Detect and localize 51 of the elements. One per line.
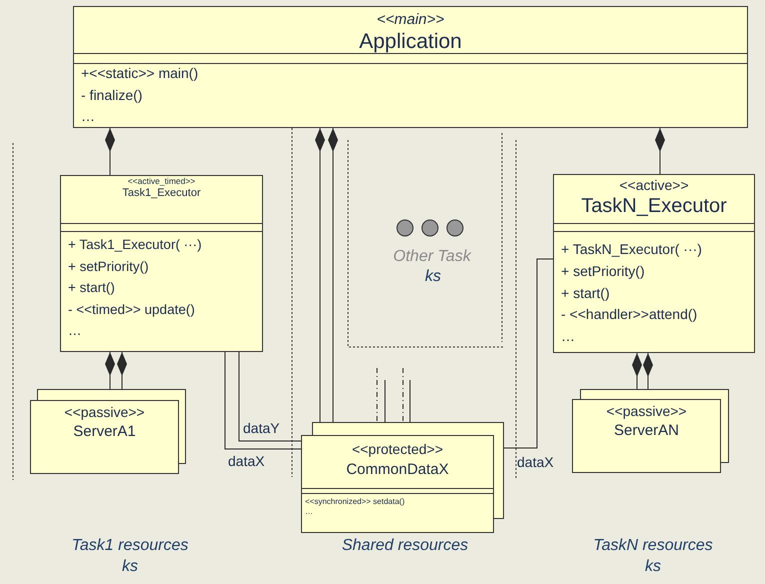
operation: <<synchronized>> setdata()	[305, 497, 405, 506]
operation: - finalize()	[81, 86, 142, 103]
composition-line	[655, 128, 665, 174]
annotation-text: Task1 resources	[72, 537, 188, 555]
operation: + start()	[561, 284, 610, 301]
composition-line	[117, 352, 127, 390]
annotation-text: ks	[645, 558, 661, 576]
edge-label: dataX	[228, 453, 265, 469]
class-name: ServerAN	[612, 422, 680, 440]
operation: - <<timed>> update()	[68, 302, 195, 318]
association-line	[402, 368, 404, 422]
association-line	[376, 368, 378, 422]
edge-label: dataY	[243, 420, 280, 436]
association-line	[384, 380, 386, 422]
class-name: Task1_Executor	[121, 187, 202, 200]
operation: …	[561, 328, 575, 344]
composition-line	[105, 352, 115, 390]
operation: + Task1_Executor( ···)	[68, 237, 202, 253]
operation: + setPriority()	[561, 262, 645, 279]
composition-line	[632, 352, 642, 390]
stereotype: <<active>>	[618, 177, 690, 194]
operation: + start()	[68, 280, 115, 296]
annotation-text: ks	[425, 268, 441, 286]
association-line	[224, 352, 302, 450]
composition-line	[643, 352, 653, 390]
annotation-text: Shared resources	[342, 537, 468, 555]
stereotype: <<active_timed>>	[126, 177, 196, 187]
stereotype: <<passive>>	[63, 404, 146, 420]
association-line	[238, 352, 302, 442]
class-name: ServerA1	[72, 423, 137, 440]
composition-line	[105, 128, 115, 176]
annotation-text: ks	[122, 558, 138, 576]
class-name: CommonDataX	[345, 461, 450, 478]
annotation-text: Other Task	[393, 248, 471, 266]
stereotype: <<protected>>	[350, 441, 444, 458]
operation: + TaskN_Executor( ···)	[561, 241, 702, 258]
stereotype: <<main>>	[376, 11, 446, 28]
composition-line	[328, 128, 338, 422]
operation: …	[81, 108, 95, 124]
association-line	[504, 258, 554, 448]
operation: …	[305, 507, 313, 516]
class-name: Application	[358, 30, 463, 54]
operation: - <<handler>>attend()	[561, 306, 698, 322]
class-name: TaskN_Executor	[580, 195, 728, 218]
edge-label: dataX	[517, 454, 554, 470]
stereotype: <<passive>>	[605, 403, 688, 420]
operation: + setPriority()	[68, 258, 149, 274]
composition-line	[315, 128, 325, 422]
operation: …	[68, 323, 82, 339]
operation: +<<static>> main()	[81, 65, 198, 82]
annotation-text: TaskN resources	[593, 537, 713, 555]
